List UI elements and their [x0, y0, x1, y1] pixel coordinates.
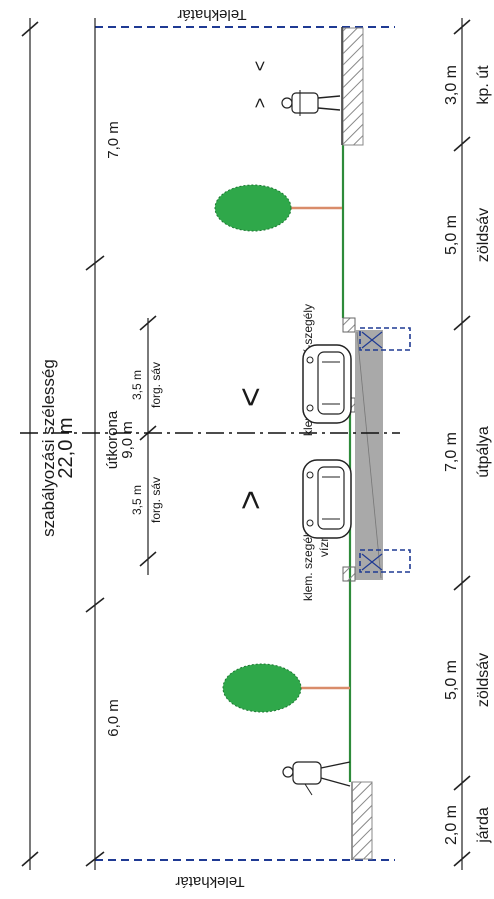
drain-cross	[361, 331, 383, 349]
tree-top	[214, 184, 342, 232]
tree-bottom	[222, 663, 350, 713]
curb-block-top	[342, 317, 356, 333]
bottom-dim-3-value: 7,0 m	[443, 432, 460, 472]
dimension-tick	[453, 136, 471, 152]
dimension-tick	[453, 851, 471, 867]
dimension-tick	[453, 775, 471, 791]
hatched-kerb-top	[342, 27, 364, 146]
lane-direction-top: <	[232, 387, 270, 407]
dimension-tick	[139, 315, 157, 331]
segment-value-middle: 9,0 m	[119, 421, 136, 459]
dimension-tick	[453, 575, 471, 591]
lane-width-top: 3,5 m	[130, 370, 144, 400]
bottom-dim-4-value: 5,0 m	[443, 660, 460, 700]
cyclist-icon	[281, 90, 341, 116]
segment-value-bottom: 6,0 m	[105, 699, 122, 737]
road-crossfall	[356, 331, 382, 579]
pedestrian-icon	[282, 761, 351, 796]
dimension-tick	[21, 21, 39, 37]
car-bottom	[302, 459, 352, 539]
bottom-dim-2-value: 5,0 m	[443, 215, 460, 255]
drain-bottom	[359, 549, 411, 573]
bottom-dim-5-label: járda	[475, 807, 492, 844]
segment-label-middle: útkorona	[104, 410, 121, 469]
dimension-tick	[453, 315, 471, 331]
bike-direction-top: <	[250, 61, 270, 72]
lane-label-bottom: forg. sáv	[149, 477, 163, 523]
dimension-tick	[85, 255, 105, 271]
boundary-label-top: Telekhatár	[177, 6, 246, 23]
car-top	[302, 344, 352, 424]
segment-value-top: 7,0 m	[105, 121, 122, 159]
bottom-dim-1-label: kp. út	[475, 65, 492, 105]
dimension-tick	[453, 19, 471, 35]
curb-block-lower	[342, 566, 356, 582]
total-width-value: 22,0 m	[55, 417, 77, 478]
bike-direction-bottom: >	[250, 98, 270, 109]
bottom-dim-2-label: zöldsáv	[475, 208, 492, 262]
drain-top	[359, 327, 411, 351]
dimension-tick	[85, 597, 105, 613]
total-width-label: szabályozási szélesség	[39, 359, 58, 537]
boundary-label-bottom: Telekhatár	[175, 873, 244, 890]
bottom-dim-5-value: 2,0 m	[443, 805, 460, 845]
lane-label-top: forg. sáv	[149, 362, 163, 408]
dimension-tick	[139, 551, 157, 567]
dimension-tick	[21, 851, 39, 867]
bottom-dim-1-value: 3,0 m	[443, 65, 460, 105]
lane-direction-bottom: >	[232, 490, 270, 510]
drain-cross	[361, 553, 383, 571]
bottom-dim-4-label: zöldsáv	[475, 653, 492, 707]
bottom-dim-3-label: útpálya	[475, 426, 492, 478]
dimension-tick	[85, 851, 105, 867]
lane-width-bottom: 3,5 m	[130, 485, 144, 515]
hatched-kerb-bottom	[351, 781, 373, 860]
